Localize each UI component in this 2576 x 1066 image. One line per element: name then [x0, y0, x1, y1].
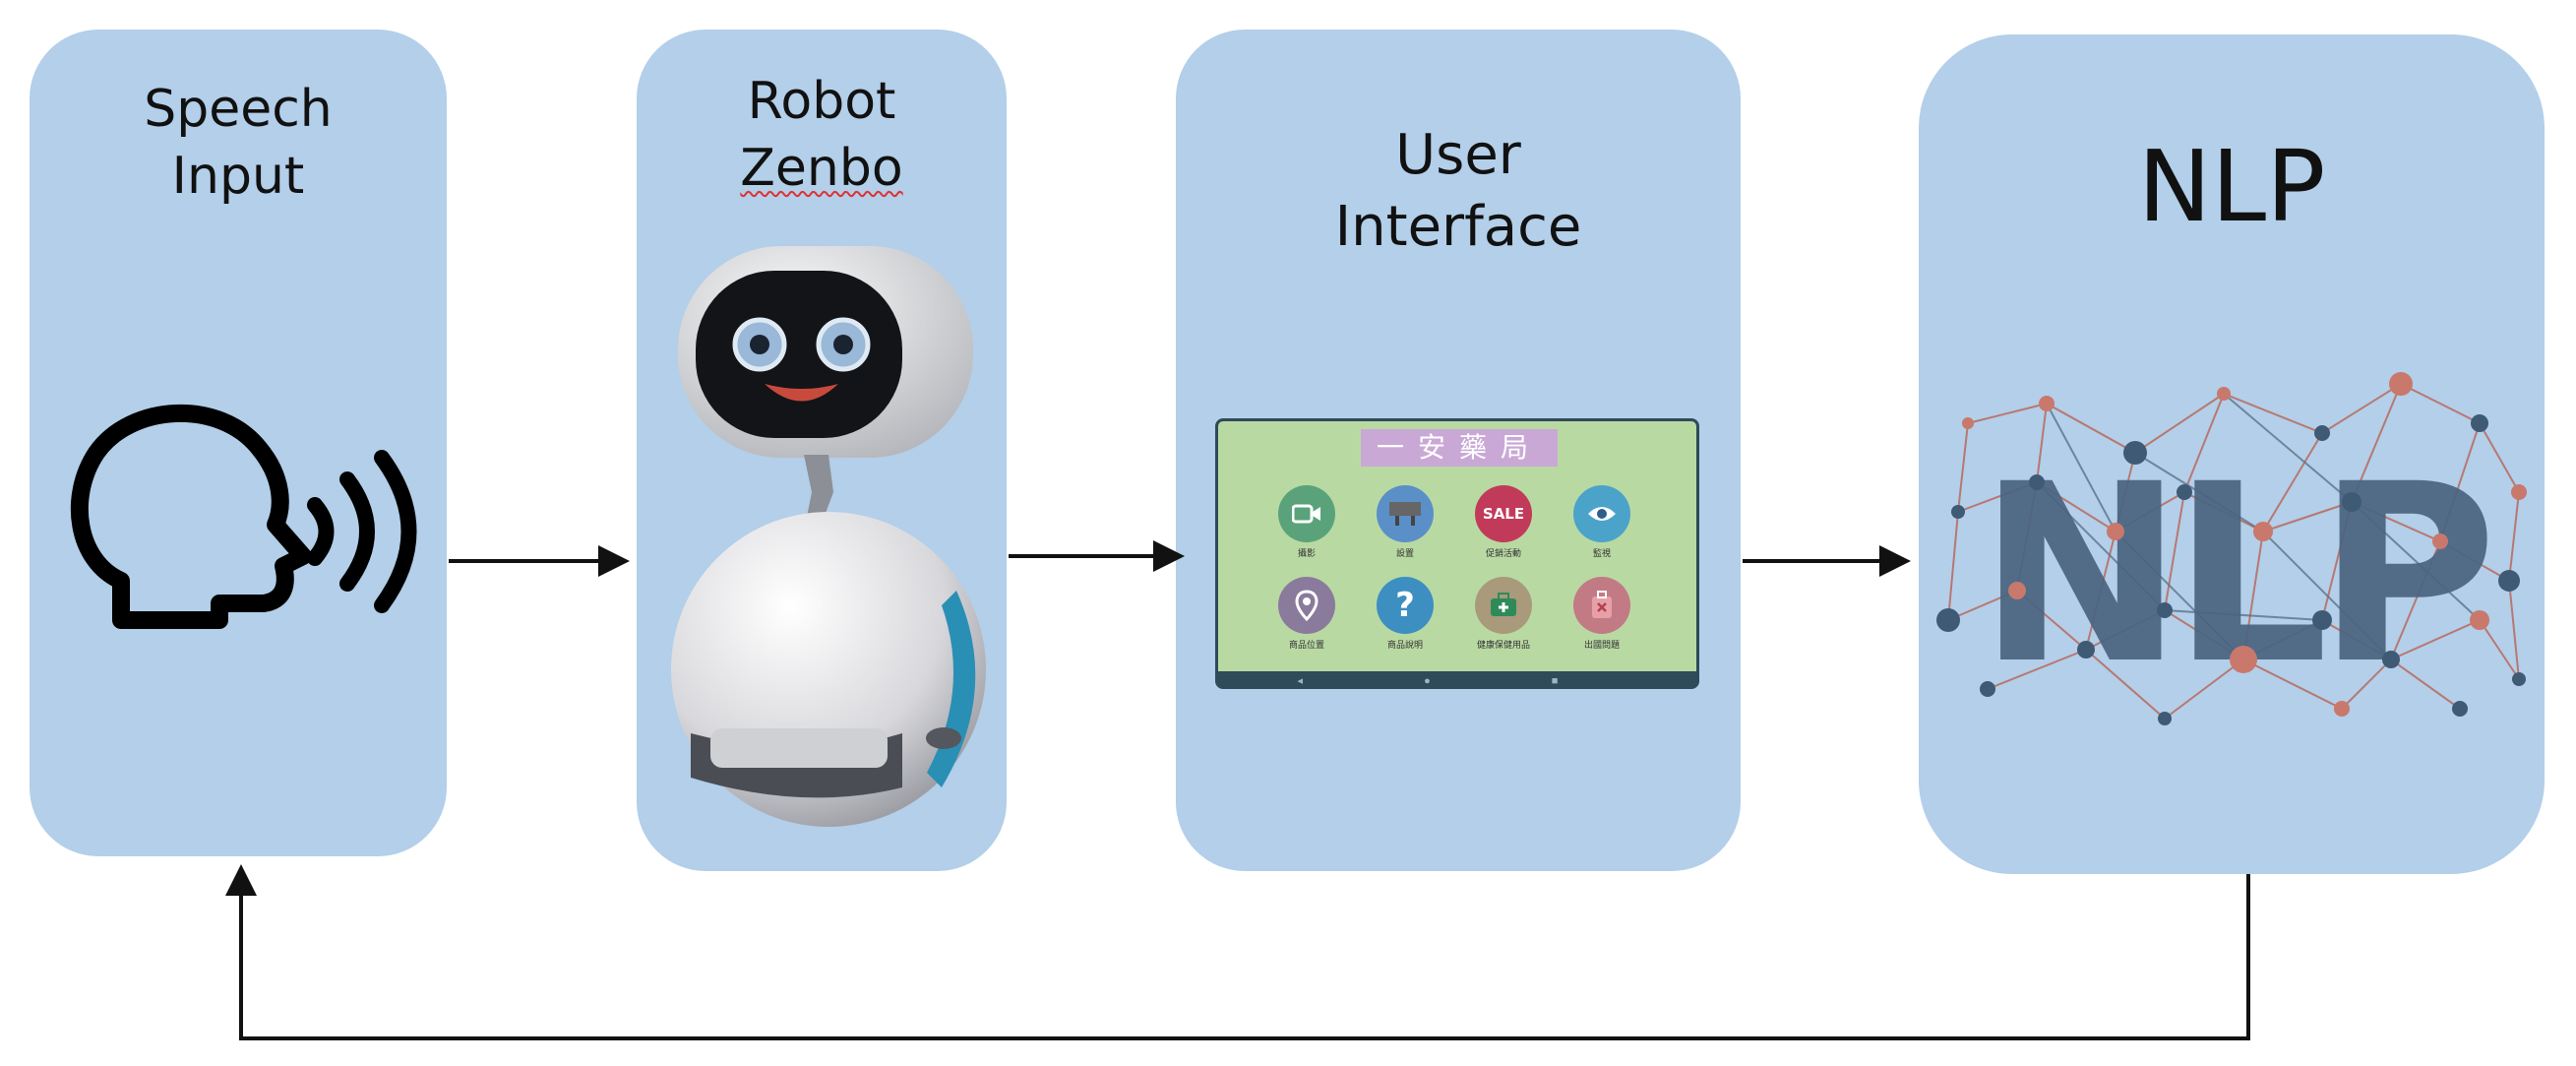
tv-icon	[1377, 485, 1434, 542]
eye-icon	[1573, 485, 1630, 542]
user-interface-panel: User Interface 一安藥局 攝影 設置 SALE 促銷活動 監視	[1176, 30, 1741, 871]
app-help: ? 商品說明	[1371, 577, 1440, 651]
app-location: 商品位置	[1272, 577, 1341, 651]
app-sale: SALE 促銷活動	[1469, 485, 1538, 559]
app-travel: 出國問題	[1567, 577, 1636, 651]
location-icon	[1278, 577, 1335, 634]
app-health: 健康保健用品	[1469, 577, 1538, 651]
user-interface-label: User Interface	[1334, 123, 1582, 259]
speech-input-panel: Speech Input	[30, 30, 447, 856]
robot-zenbo-label: Robot Zenbo	[740, 72, 903, 198]
question-icon: ?	[1377, 577, 1434, 634]
zenbo-robot-icon	[671, 246, 986, 827]
tablet-nav-bar: ◂ ● ■	[1297, 675, 1618, 687]
sale-icon: SALE	[1475, 485, 1532, 542]
app-monitor: 監視	[1567, 485, 1636, 559]
nlp-title: NLP	[2137, 129, 2326, 244]
network-graph-icon: NLP	[1936, 372, 2527, 725]
speaking-head-icon	[70, 404, 417, 629]
robot-zenbo-panel: Robot Zenbo	[637, 30, 1007, 871]
tablet-screenshot: 一安藥局 攝影 設置 SALE 促銷活動 監視 商	[1215, 418, 1699, 689]
speech-input-label: Speech Input	[144, 80, 333, 206]
feedback-arrow-nlp-to-speech	[225, 864, 2250, 1040]
tablet-title: 一安藥局	[1361, 429, 1558, 467]
app-video: 攝影	[1272, 485, 1341, 559]
medkit-icon	[1475, 577, 1532, 634]
video-icon	[1278, 485, 1335, 542]
luggage-icon	[1573, 577, 1630, 634]
app-settings: 設置	[1371, 485, 1440, 559]
nlp-panel: NLP NLP	[1919, 34, 2545, 874]
